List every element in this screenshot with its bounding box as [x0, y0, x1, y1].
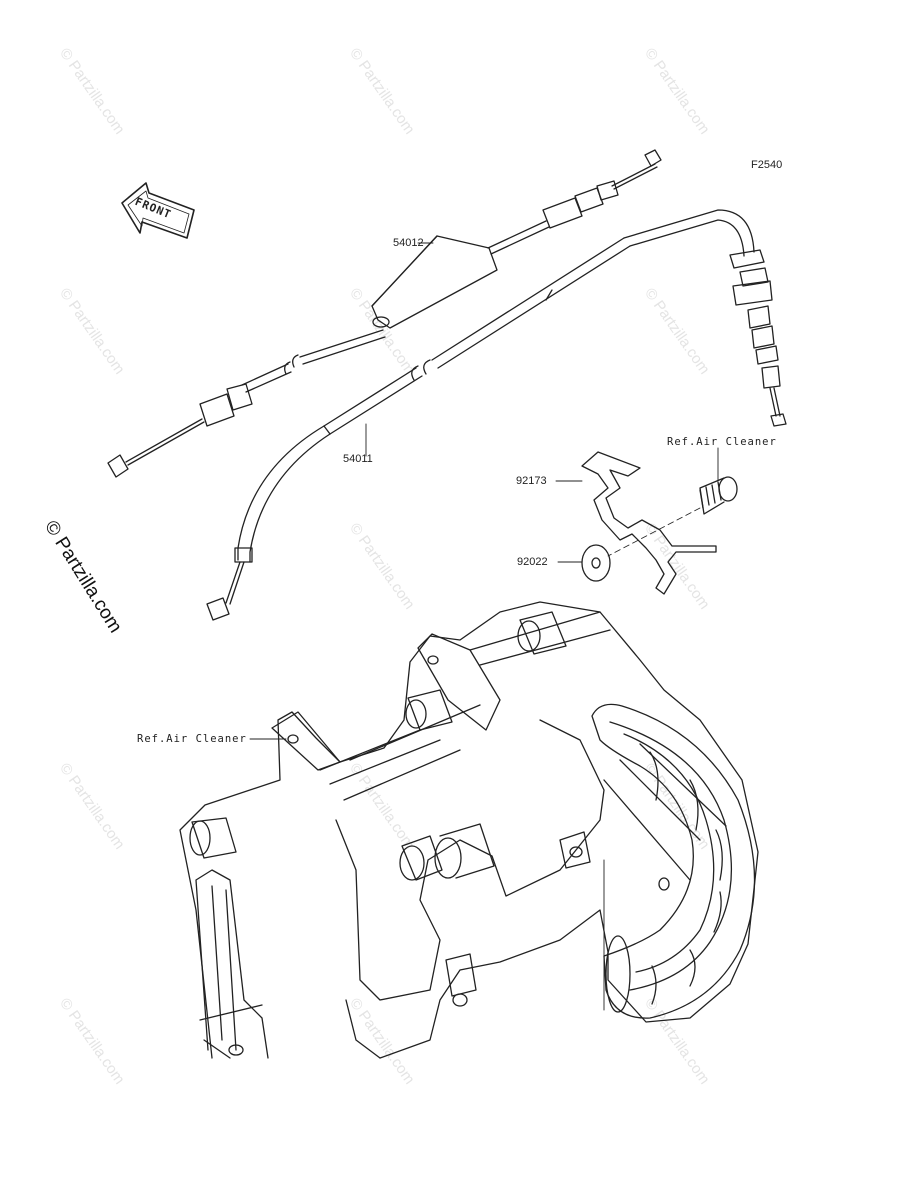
figure-code: F2540: [751, 159, 783, 171]
clamp-92173: [581, 451, 717, 595]
part-label-54011[interactable]: 54011: [343, 453, 373, 465]
washer-92022: [581, 544, 611, 582]
part-label-54012[interactable]: 54012: [393, 237, 424, 249]
part-label-92022[interactable]: 92022: [517, 556, 548, 568]
throttle-cable-54011: [206, 209, 787, 621]
part-label-92173[interactable]: 92173: [516, 475, 547, 487]
throttle-cable-54012: [107, 149, 662, 478]
intake-duct: [591, 703, 756, 1019]
ref-label-air-cleaner-upper[interactable]: Ref.Air Cleaner: [667, 436, 777, 448]
bolt: [607, 476, 738, 557]
leader-lines: [249, 242, 719, 740]
air-cleaner-housing: [179, 601, 759, 1059]
front-arrow-icon: [121, 182, 195, 239]
ref-label-air-cleaner-lower[interactable]: Ref.Air Cleaner: [137, 733, 247, 745]
